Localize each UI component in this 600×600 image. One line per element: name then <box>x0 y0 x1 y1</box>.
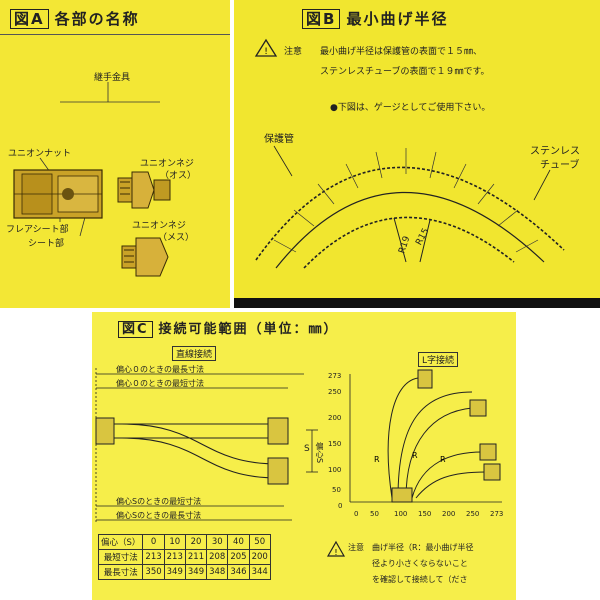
label-protect-tube: 保護管 <box>264 134 294 145</box>
label-l-connection: L字接続 <box>418 352 459 367</box>
dim-label-2: 偏心０のときの最短寸法 <box>116 379 204 388</box>
panel-c-heading: 接続可能範囲（単位：㎜） <box>158 322 339 337</box>
x-tick-273: 273 <box>490 510 503 518</box>
table-cell: 200 <box>248 549 271 565</box>
label-union-screw-male: ユニオンネジ <box>140 159 194 169</box>
warning-icon: ! <box>254 38 278 57</box>
table-header-cell: 20 <box>184 534 208 550</box>
table-cell: 348 <box>206 564 229 580</box>
table-cell: 213 <box>142 549 165 565</box>
label-fitting: 継手金具 <box>94 73 131 83</box>
table-cell: 350 <box>142 564 165 580</box>
figure-c-label: 図C <box>118 321 153 338</box>
note-c-line-3: を確認して接続して（ださ <box>372 575 468 584</box>
table-cell: 211 <box>184 549 208 565</box>
dim-label-3: 偏心Sのときの最短寸法 <box>116 497 202 506</box>
female-union-screw-icon <box>121 237 169 277</box>
y-tick-150: 150 <box>328 440 341 448</box>
y-tick-50: 50 <box>332 486 341 494</box>
label-male: （オス） <box>160 171 197 181</box>
x-tick-250: 250 <box>466 510 479 518</box>
panel-b-heading: 最小曲げ半径 <box>346 10 449 28</box>
caution-label: 注意 <box>284 47 303 57</box>
table-header-cell: 40 <box>227 534 250 550</box>
table-header-cell: 30 <box>206 534 229 550</box>
title-divider <box>0 34 230 35</box>
y-tick-100: 100 <box>328 466 341 474</box>
y-tick-250: 250 <box>328 388 341 396</box>
note-line-3: ●下図は、ゲージとしてご使用下さい。 <box>330 103 491 113</box>
table-cell: 最長寸法 <box>97 564 144 580</box>
table-cell: 346 <box>227 564 250 580</box>
dim-label-1: 偏心０のときの最長寸法 <box>116 365 204 374</box>
table-cell: 349 <box>163 564 186 580</box>
table-row: 最短寸法 213 213 211 208 205 200 <box>97 549 271 565</box>
figure-b-label: 図B <box>302 9 341 29</box>
bend-gauge-drawing: ! <box>234 38 600 308</box>
warning-icon-c: ! <box>326 540 346 557</box>
label-straight-connection: 直線接続 <box>172 346 217 361</box>
x-tick-200: 200 <box>442 510 455 518</box>
label-female: （メス） <box>158 233 195 243</box>
r-label-3: R <box>440 455 446 464</box>
panel-connection-range: 図C 接続可能範囲（単位：㎜） 直線接続 L字接続 偏心０のときの最長寸法 偏心０… <box>92 312 516 600</box>
offset-s-mark: S <box>304 444 310 454</box>
table-cell: 最短寸法 <box>97 549 144 565</box>
table-header-cell: 10 <box>163 534 186 550</box>
l-chart-ticks: 273 250 200 150 100 50 0 0 50 100 150 20… <box>328 372 503 518</box>
male-union-screw-icon <box>117 171 171 209</box>
table-cell: 208 <box>206 549 229 565</box>
r-label-1: R <box>374 455 380 464</box>
panel-b-title: 図B 最小曲げ半径 <box>302 8 448 29</box>
union-nut-icon <box>13 169 103 219</box>
note-line-2: ステンレスチューブの表面で１９㎜です。 <box>320 67 490 77</box>
panel-c-title: 図C 接続可能範囲（単位：㎜） <box>118 318 339 338</box>
connection-range-drawing: 273 250 200 150 100 50 0 0 50 100 150 20… <box>95 368 503 557</box>
x-tick-150: 150 <box>418 510 431 518</box>
offset-table: 偏心（S） 0 10 20 30 40 50 最短寸法 213 213 211 … <box>97 534 271 580</box>
y-tick-200: 200 <box>328 414 341 422</box>
x-tick-50: 50 <box>370 510 379 518</box>
note-c-line-1: 曲げ半径（R：最小曲げ半径 <box>372 543 474 552</box>
label-flare-seat: フレアシート部 <box>6 225 69 235</box>
label-union-screw-female: ユニオンネジ <box>132 221 186 231</box>
svg-text:!: ! <box>264 47 268 57</box>
table-cell: 213 <box>163 549 186 565</box>
x-tick-0: 0 <box>354 510 358 518</box>
note-c-line-2: 径より小さくならないこと <box>372 559 468 568</box>
table-cell: 349 <box>184 564 208 580</box>
panel-a-title: 図A 各部の名称 <box>10 8 140 29</box>
offset-label: 偏心S <box>315 442 324 464</box>
label-seat: シート部 <box>28 239 65 249</box>
label-stainless-2: チューブ <box>540 160 580 171</box>
note-line-1: 最小曲げ半径は保護管の表面で１５㎜、 <box>320 47 483 57</box>
table-header-cell: 0 <box>142 534 165 550</box>
fittings-drawing <box>13 82 171 277</box>
y-tick-0: 0 <box>338 502 342 510</box>
panel-min-bend-radius: 図B 最小曲げ半径 ! <box>234 0 600 308</box>
label-union-nut: ユニオンナット <box>8 149 72 159</box>
caution-label-c: 注意 <box>348 543 364 552</box>
dim-label-4: 偏心Sのときの最長寸法 <box>116 511 202 520</box>
table-cell: 344 <box>248 564 271 580</box>
figure-a-label: 図A <box>10 9 49 29</box>
table-header-cell: 偏心（S） <box>97 534 144 550</box>
table-header-cell: 50 <box>248 534 271 550</box>
r-label-2: R <box>412 451 418 460</box>
panel-a-heading: 各部の名称 <box>54 10 140 28</box>
table-row: 最長寸法 350 349 349 348 346 344 <box>97 564 271 580</box>
x-tick-100: 100 <box>394 510 407 518</box>
table-header-row: 偏心（S） 0 10 20 30 40 50 <box>97 534 271 550</box>
svg-text:!: ! <box>334 548 337 557</box>
y-tick-273: 273 <box>328 372 341 380</box>
label-stainless-1: ステンレス <box>530 146 580 157</box>
table-cell: 205 <box>227 549 250 565</box>
